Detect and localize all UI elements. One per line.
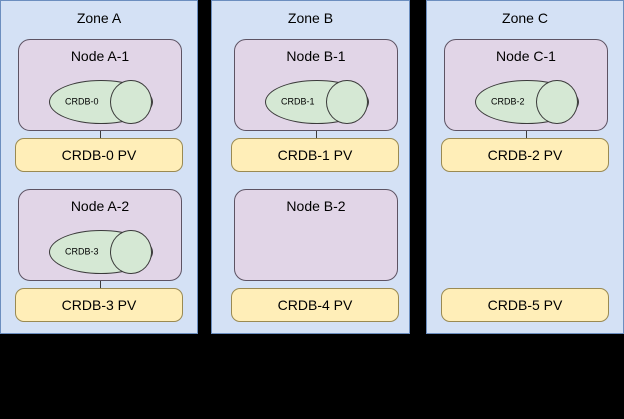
database-crdb-3-label: CRDB-3 — [65, 246, 99, 257]
pv-crdb-0-label: CRDB-0 PV — [61, 147, 137, 163]
connector-crdb-3-to-pv — [100, 281, 101, 288]
cylinder-cap — [110, 230, 152, 274]
pv-crdb-3-label: CRDB-3 PV — [61, 297, 137, 313]
node-b-2[interactable]: Node B-2 — [234, 189, 398, 281]
node-a-2[interactable]: Node A-2 CRDB-3 — [18, 189, 182, 281]
database-crdb-2-label: CRDB-2 — [491, 96, 525, 107]
database-crdb-2[interactable]: CRDB-2 — [475, 80, 579, 124]
zone-c-title: Zone C — [502, 10, 548, 26]
node-b-1[interactable]: Node B-1 CRDB-1 — [234, 39, 398, 131]
pv-crdb-4[interactable]: CRDB-4 PV — [231, 288, 399, 322]
node-a-1[interactable]: Node A-1 CRDB-0 — [18, 39, 182, 131]
zone-a-title: Zone A — [76, 10, 122, 26]
connector-crdb-0-to-pv — [100, 131, 101, 138]
node-c-1-label: Node C-1 — [496, 48, 556, 64]
pv-crdb-1-label: CRDB-1 PV — [277, 147, 353, 163]
pv-crdb-0[interactable]: CRDB-0 PV — [15, 138, 183, 172]
node-b-2-label: Node B-2 — [286, 198, 346, 214]
connector-crdb-1-to-pv — [316, 131, 317, 138]
pv-crdb-3[interactable]: CRDB-3 PV — [15, 288, 183, 322]
database-crdb-3[interactable]: CRDB-3 — [49, 230, 153, 274]
node-a-1-label: Node A-1 — [70, 48, 130, 64]
cylinder-cap — [536, 80, 578, 124]
zone-a[interactable]: Zone A Node A-1 CRDB-0 CRDB-0 PV Node A-… — [0, 0, 198, 334]
pv-crdb-1[interactable]: CRDB-1 PV — [231, 138, 399, 172]
node-a-2-label: Node A-2 — [70, 198, 130, 214]
database-crdb-0[interactable]: CRDB-0 — [49, 80, 153, 124]
pv-crdb-4-label: CRDB-4 PV — [277, 297, 353, 313]
zone-c[interactable]: Zone C Node C-1 CRDB-2 CRDB-2 PV CRDB-5 … — [426, 0, 624, 334]
database-crdb-1[interactable]: CRDB-1 — [265, 80, 369, 124]
node-b-1-label: Node B-1 — [286, 48, 346, 64]
zone-b-title: Zone B — [287, 10, 334, 26]
connector-crdb-2-to-pv — [526, 131, 527, 138]
database-crdb-0-label: CRDB-0 — [65, 96, 99, 107]
database-crdb-1-label: CRDB-1 — [281, 96, 315, 107]
cylinder-cap — [326, 80, 368, 124]
pv-crdb-2-label: CRDB-2 PV — [487, 147, 563, 163]
cylinder-cap — [110, 80, 152, 124]
pv-crdb-2[interactable]: CRDB-2 PV — [441, 138, 609, 172]
pv-crdb-5-label: CRDB-5 PV — [487, 297, 563, 313]
zone-b[interactable]: Zone B Node B-1 CRDB-1 CRDB-1 PV Node B-… — [211, 0, 410, 334]
pv-crdb-5[interactable]: CRDB-5 PV — [441, 288, 609, 322]
node-c-1[interactable]: Node C-1 CRDB-2 — [444, 39, 608, 131]
